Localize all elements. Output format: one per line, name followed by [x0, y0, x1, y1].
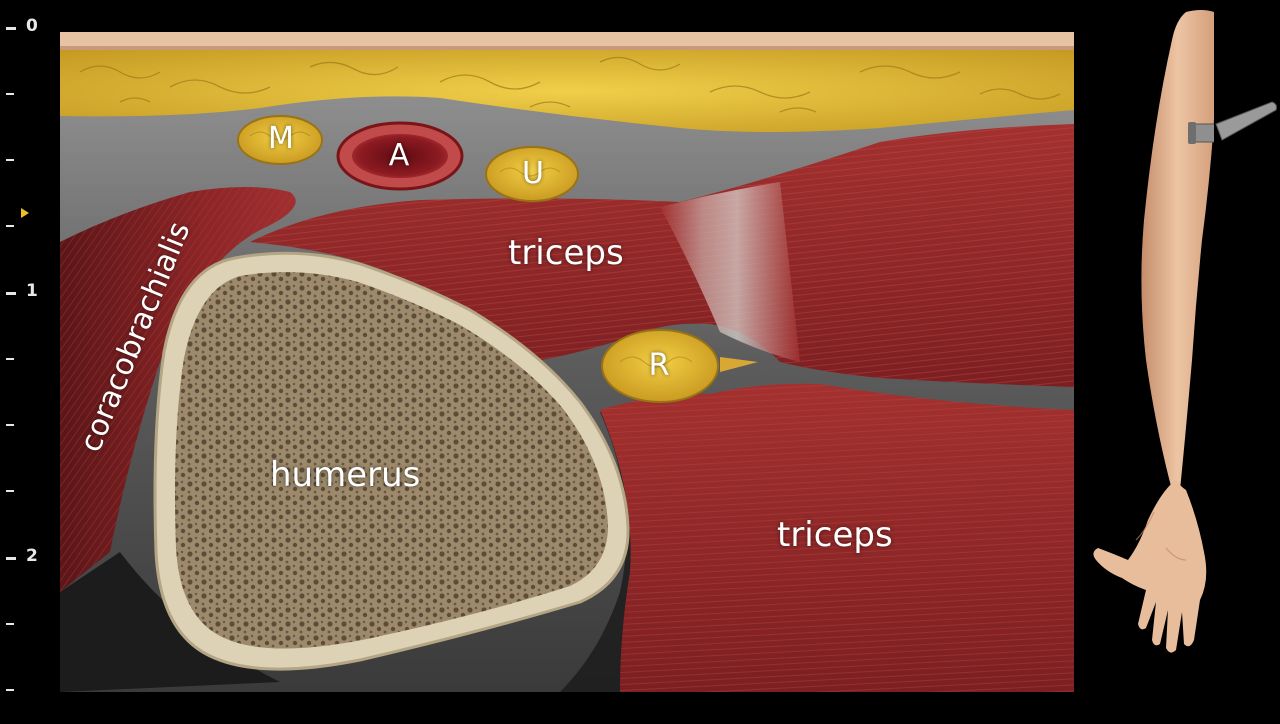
brachial-artery: [336, 121, 464, 191]
depth-tick: [6, 159, 14, 161]
median-nerve: [237, 115, 323, 165]
depth-label-0: 0: [26, 16, 38, 36]
focus-marker-icon: [21, 208, 29, 218]
label-median-nerve: M: [268, 121, 294, 156]
ulnar-nerve: [485, 146, 579, 202]
depth-tick: [6, 424, 14, 426]
ultrasound-probe-handle: [1215, 101, 1277, 141]
skin-layer: [60, 32, 1074, 50]
depth-label-1: 1: [26, 281, 38, 301]
depth-tick: [6, 292, 16, 295]
depth-tick: [6, 358, 14, 360]
anatomy-illustration: [60, 32, 1074, 692]
arm-svg: [1093, 0, 1280, 720]
depth-tick: [6, 623, 14, 625]
skin-dermis: [60, 46, 1074, 50]
depth-tick: [6, 93, 14, 95]
depth-tick: [6, 689, 14, 691]
hand: [1093, 480, 1207, 653]
label-humerus: humerus: [270, 455, 421, 495]
label-triceps-lower: triceps: [777, 515, 893, 555]
depth-tick: [6, 27, 16, 30]
anatomy-svg: [60, 32, 1074, 692]
coracobrachialis-fibers: [60, 187, 296, 592]
fat-lobules: [79, 56, 1061, 113]
label-ulnar-nerve: U: [522, 156, 544, 191]
radial-nerve: [601, 329, 758, 403]
label-brachial-artery: A: [388, 138, 410, 173]
triceps-tendon: [660, 182, 800, 362]
depth-scale: 0 1 2: [0, 0, 56, 720]
depth-tick: [6, 225, 14, 227]
depth-tick: [6, 490, 14, 492]
depth-tick: [6, 557, 16, 560]
label-radial-nerve: R: [648, 348, 670, 383]
subcutaneous-fat: [60, 50, 1074, 132]
triceps-upper-fibers: [250, 124, 1074, 387]
label-triceps-upper: triceps: [508, 233, 624, 273]
triceps-lower-fibers: [600, 383, 1074, 692]
arm-upper-forearm: [1141, 10, 1214, 490]
depth-label-2: 2: [26, 546, 38, 566]
humerus-marrow: [175, 272, 608, 649]
arm-with-ultrasound-probe-icon: [1076, 0, 1280, 720]
